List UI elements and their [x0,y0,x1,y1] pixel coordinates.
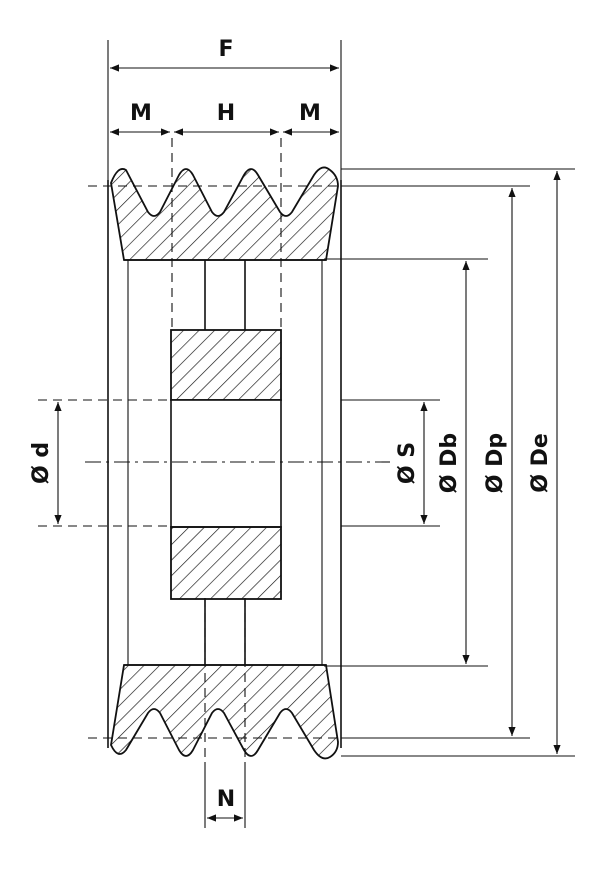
label-de: Ø De [528,433,553,493]
extension-lines [107,40,575,828]
label-m-left: M [130,101,152,126]
top-grooved-rim [110,166,339,261]
label-dp: Ø Dp [483,433,508,493]
label-s: Ø S [395,442,420,484]
label-f: F [218,37,233,62]
hub-upper-section [170,329,282,401]
hub-lower-section [170,526,282,600]
label-db: Ø Db [437,433,462,493]
dimension-labels: F M H M N Ø d Ø S Ø Db Ø Dp Ø De [29,37,553,812]
hub-bore [170,399,282,528]
label-d: Ø d [29,442,54,484]
label-m-right: M [299,101,321,126]
dimension-lines [54,64,561,822]
bottom-grooved-rim [110,664,339,760]
hidden-lines [38,138,345,762]
label-n: N [217,787,235,812]
label-h: H [217,101,235,126]
